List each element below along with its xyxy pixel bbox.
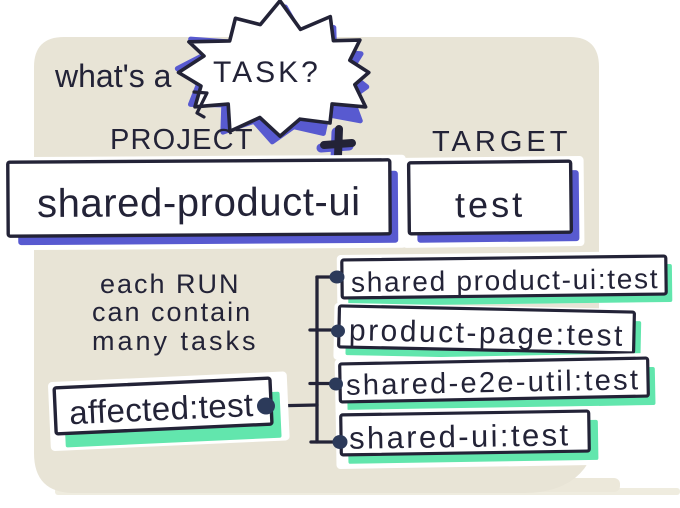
svg-text:shared-ui:test: shared-ui:test bbox=[349, 417, 571, 455]
svg-text:PROJECT: PROJECT bbox=[110, 124, 254, 156]
svg-text:shared product-ui:test: shared product-ui:test bbox=[351, 263, 660, 298]
svg-text:product-page:test: product-page:test bbox=[349, 314, 626, 353]
svg-text:TASK?: TASK? bbox=[213, 56, 321, 89]
svg-text:affected:test: affected:test bbox=[68, 386, 254, 431]
svg-text:what's a: what's a bbox=[54, 58, 172, 94]
svg-text:TARGET: TARGET bbox=[432, 126, 571, 158]
svg-text:can contain: can contain bbox=[92, 297, 252, 327]
svg-text:shared-e2e-util:test: shared-e2e-util:test bbox=[346, 364, 641, 402]
svg-text:many tasks: many tasks bbox=[92, 326, 259, 356]
svg-text:test: test bbox=[455, 184, 525, 226]
svg-text:each RUN: each RUN bbox=[100, 269, 241, 299]
svg-text:shared-product-ui: shared-product-ui bbox=[37, 180, 361, 226]
